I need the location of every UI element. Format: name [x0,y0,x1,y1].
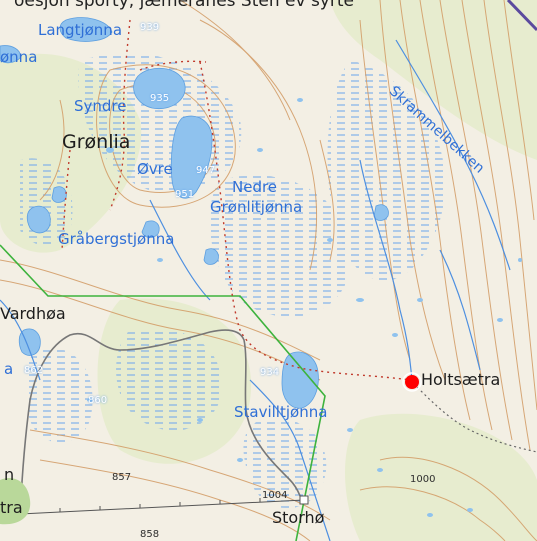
elevation-951: 951 [175,189,195,200]
elevation-947: 947 [196,165,216,176]
place-label-gronlia[interactable]: Grønlia [62,131,131,153]
elevation-860: 860 [88,395,108,406]
lake-label-langtjonna[interactable]: Langtjønna [38,21,123,39]
lake-grabergstjonna [26,205,51,234]
trig-point [299,495,309,505]
lakes [0,17,389,409]
lake-label-syndre[interactable]: Syndre [74,97,127,115]
lake-ovre [170,115,213,199]
lake-label-nedre-1[interactable]: Nedre [232,178,278,196]
streams [0,39,511,541]
elevation-935: 935 [150,93,170,104]
lake-langtjonna [59,17,113,42]
road [19,329,305,521]
elevation-1000: 1000 [410,474,436,485]
holtsaetra-marker [405,375,419,389]
municipal-boundary [0,244,326,541]
elevation-1004: 1004 [262,490,288,501]
place-label-holtsaetra[interactable]: Holtsætra [421,370,501,389]
place-label-storho[interactable]: Storhø [272,508,325,527]
power-line [0,498,305,516]
left-fragment-a: a [4,360,14,378]
hiking-trails [61,19,413,381]
place-label-vardhoa[interactable]: Vardhøa [0,304,66,323]
lake-syndre [133,68,186,110]
lake-label-nedre-2[interactable]: Grønlitjønna [210,198,303,216]
cultivated-area [0,478,31,525]
lake-label-ovre[interactable]: Øvre [137,160,173,178]
top-truncated-label: oesjon sporty, jæmeranes Sten ev syrte [14,0,354,11]
elevation-862: 862 [24,365,44,376]
marsh-areas [20,53,446,509]
lake-stavilltjonna [281,351,319,409]
elevation-858: 858 [140,529,160,540]
left-fragment-n: n [4,465,15,484]
footpath [413,383,537,453]
lake-label-stavilltjonna[interactable]: Stavilltjønna [234,403,328,421]
elevation-857: 857 [112,472,132,483]
lake-label-left-onna[interactable]: ønna [0,48,38,66]
lake-label-grabergstjonna[interactable]: Gråbergstjønna [58,230,175,248]
road-fragment [506,0,537,32]
small-ponds [87,98,522,517]
elevation-939: 939 [140,22,160,33]
elevation-934: 934 [260,367,280,378]
left-fragment-tra: tra [0,498,23,517]
